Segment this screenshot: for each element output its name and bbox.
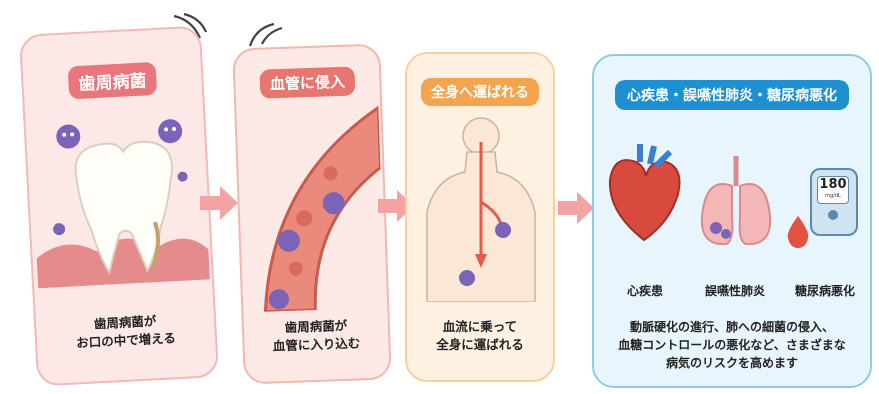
panel-title: 歯周病菌 xyxy=(68,62,158,100)
flow-arrow-icon xyxy=(200,186,240,220)
germ-icon xyxy=(459,270,475,286)
panel-caption: 歯周病菌が 血管に入り込む xyxy=(244,315,389,356)
caption-line: 血糖コントロールの悪化など、さまざまな xyxy=(594,336,870,354)
germ-icon xyxy=(495,222,511,238)
panel-caption: 動脈硬化の進行、肺への細菌の侵入、 血糖コントロールの悪化など、さまざまな 病気… xyxy=(594,318,870,372)
caption-line: 血管に入り込む xyxy=(244,333,389,356)
panel-caption: 血流に乗って 全身に運ばれる xyxy=(407,318,553,354)
panel-periodontal-bacteria: 歯周病菌 歯周病菌が お口の中で増える xyxy=(19,25,219,386)
organ-label-heart: 心疾患 xyxy=(600,282,690,299)
germ-icon xyxy=(56,124,81,149)
tooth-with-bacteria-illustration xyxy=(29,100,210,289)
heart-icon xyxy=(604,140,684,250)
panel-carried-through-body: 全身へ運ばれる 血流に乗って 全身に運ばれる xyxy=(405,52,555,382)
panel-systemic-diseases: 心疾患・誤嚥性肺炎・糖尿病悪化 180 mg/dL 心疾患 誤嚥性肺炎 糖尿病悪… xyxy=(592,54,872,388)
germ-icon xyxy=(158,119,183,144)
panel-title: 心疾患・誤嚥性肺炎・糖尿病悪化 xyxy=(615,80,849,110)
lungs-icon xyxy=(696,156,776,254)
panel-caption: 歯周病菌が お口の中で増える xyxy=(36,309,216,354)
organ-label-diabetes: 糖尿病悪化 xyxy=(780,282,870,299)
germ-icon xyxy=(177,171,188,182)
glucose-reading: 180 xyxy=(818,177,848,193)
human-body-bloodstream-illustration xyxy=(417,112,545,302)
motion-lines-icon xyxy=(244,20,284,50)
panel-title: 全身へ運ばれる xyxy=(421,78,539,106)
organ-label-lungs: 誤嚥性肺炎 xyxy=(690,282,780,299)
meter-button xyxy=(828,210,838,220)
germ-icon xyxy=(53,223,66,236)
flow-arrow-icon xyxy=(558,192,596,224)
blood-drop-icon xyxy=(786,216,810,248)
caption-line: 血流に乗って xyxy=(407,318,553,336)
caption-line: 全身に運ばれる xyxy=(407,336,553,354)
caption-line: 病気のリスクを高めます xyxy=(594,354,870,372)
glucose-unit: mg/dL xyxy=(818,193,848,199)
panel-blood-vessel-invasion: 血管に侵入 歯周病菌が 血管に入り込む xyxy=(232,44,392,385)
blood-vessel-illustration xyxy=(238,98,385,313)
glucose-meter-screen: 180 mg/dL xyxy=(817,176,849,204)
glucose-meter-icon: 180 mg/dL xyxy=(810,168,858,236)
caption-line: 動脈硬化の進行、肺への細菌の侵入、 xyxy=(594,318,870,336)
panel-title: 血管に侵入 xyxy=(259,66,355,98)
